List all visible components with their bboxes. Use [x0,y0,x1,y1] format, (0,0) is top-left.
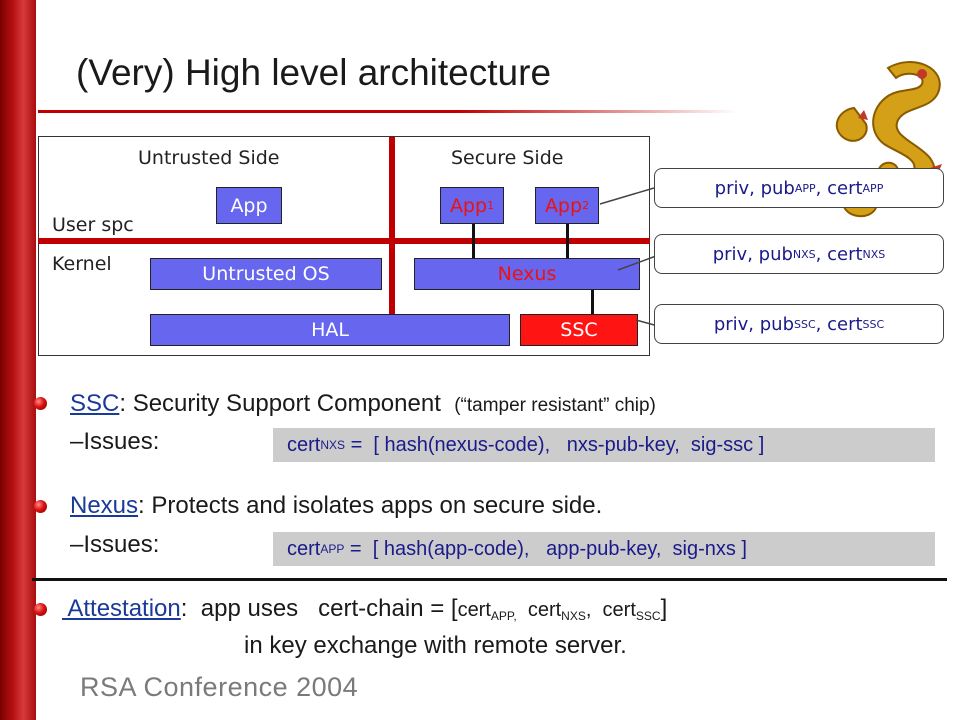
ssc-note: (“tamper resistant” chip) [454,395,656,416]
app1-subscript: 1 [487,199,495,212]
bullet-attestation: Attestation: app uses cert-chain = [cert… [62,595,667,623]
callout-ssc-sub-b: SSC [862,317,885,331]
callout-nxs-text-b: , cert [815,243,863,265]
secure-side-label: Secure Side [451,147,564,169]
callout-nxs-sub-a: NXS [792,247,816,261]
cert-app-subscript: APP [320,542,345,556]
callout-app-text-a: priv, pub [714,177,795,199]
chain-cert-ssc: , cert [585,599,636,621]
callout-ssc-sub-a: SSC [794,317,816,331]
section-divider [32,578,947,581]
ssc-link[interactable]: SSC [70,390,120,417]
bullet-icon [34,603,47,616]
app2-subscript: 2 [582,199,590,212]
callout-nxs-text-a: priv, pub [712,243,793,265]
ssc-block: SSC [520,314,638,346]
title-underline [38,110,738,113]
attestation-text: : app uses cert-chain = [ [180,595,458,622]
nexus-block: Nexus [414,258,640,290]
cert-nxs-formula: = [ hash(nexus-code), nxs-pub-key, sig-s… [345,433,765,456]
bullet-icon [34,397,47,410]
ssc-issues: –Issues: [70,428,159,456]
app2-label: App [544,194,583,217]
callout-ssc-text-a: priv, pub [713,313,794,335]
issues-label: Issues: [83,428,160,455]
chain-cert-nxs-sub: NXS [561,609,586,623]
callout-app-sub-a: APP [794,181,816,195]
bullet-icon [34,500,47,513]
dash-marker: – [70,531,84,558]
hal-block: HAL [150,314,510,346]
left-accent-bar [0,0,36,720]
untrusted-side-label: Untrusted Side [138,147,280,169]
bullet-nexus: Nexus: Protects and isolates apps on sec… [70,492,602,520]
app-block: App [216,187,282,224]
callout-app-text-b: , cert [815,177,863,199]
cert-app-formula: = [ hash(app-code), app-pub-key, sig-nxs… [344,537,747,560]
kernel-label: Kernel [52,253,112,275]
app1-label: App [449,194,488,217]
slide-title: (Very) High level architecture [76,52,552,93]
attestation-line2: in key exchange with remote server. [244,632,627,659]
connector-app1-nexus [472,224,475,260]
dash-marker: – [70,428,84,455]
callout-nxs-sub-b: NXS [862,247,886,261]
bullet-ssc: SSC: Security Support Component (“tamper… [70,390,656,418]
cert-app-prefix: cert [287,537,321,560]
callout-ssc-text-b: , cert [815,313,863,335]
user-space-label: User spc [52,214,134,236]
nexus-issues: –Issues: [70,531,159,559]
untrusted-os-block: Untrusted OS [150,258,382,290]
chain-cert-nxs: cert [516,599,562,621]
ssc-definition: : Security Support Component [119,390,441,417]
connector-app2-nexus [566,224,569,260]
chain-close: ] [660,595,668,622]
cert-nxs-prefix: cert [287,433,321,456]
callout-app-sub-b: APP [862,181,884,195]
user-kernel-divider [38,238,650,244]
chain-cert-app-sub: APP, [490,609,517,623]
nexus-link[interactable]: Nexus [70,492,139,519]
attestation-link[interactable]: Attestation [62,595,181,622]
nexus-definition: : Protects and isolates apps on secure s… [138,492,603,519]
cert-nxs-subscript: NXS [320,438,346,452]
connector-nexus-ssc [591,288,594,314]
trust-divider [389,137,395,315]
rsa-conference-logo: RSA Conference 2004 [80,672,359,702]
chain-cert-ssc-sub: SSC [635,609,661,623]
chain-cert-app: cert [457,599,491,621]
issues-label: Issues: [83,531,160,558]
